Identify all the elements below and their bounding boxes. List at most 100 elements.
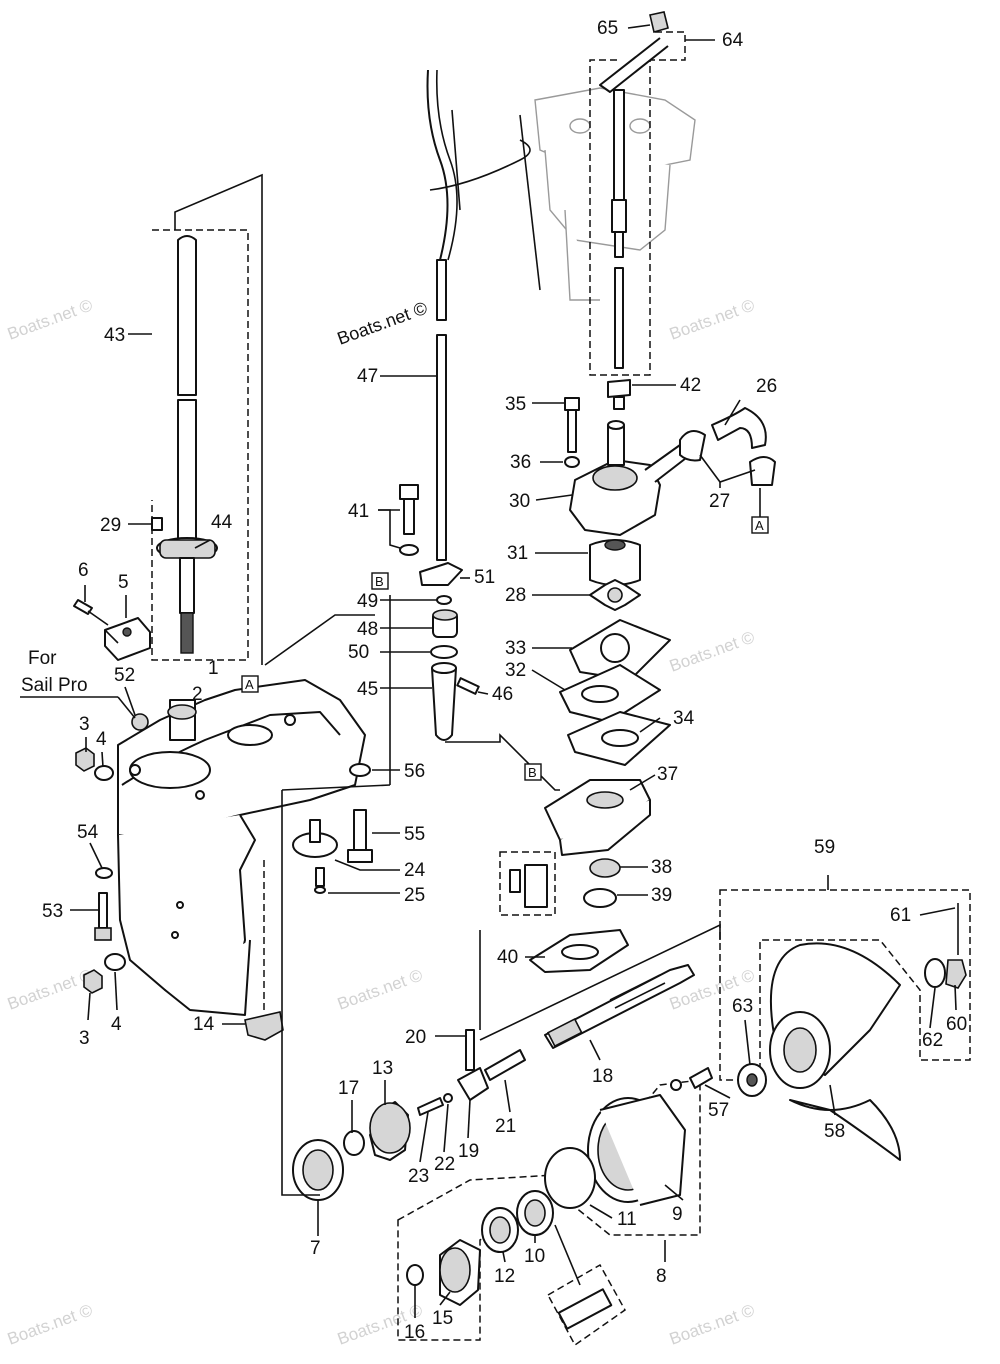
water-hose xyxy=(607,379,776,486)
label-3: 3 xyxy=(79,714,90,735)
shift-cam xyxy=(292,819,338,894)
label-19: 19 xyxy=(458,1141,479,1162)
label-39: 39 xyxy=(651,885,672,906)
propeller xyxy=(670,875,971,1161)
label-31: 31 xyxy=(507,543,528,564)
label-15: 15 xyxy=(432,1308,453,1329)
label-37: 37 xyxy=(657,764,678,785)
label-43: 43 xyxy=(104,325,125,346)
note-sail-pro: Sail Pro xyxy=(21,675,88,696)
label-4: 4 xyxy=(111,1014,122,1035)
watermark: Boats.net © xyxy=(335,965,426,1013)
label-49: 49 xyxy=(357,591,378,612)
label-10: 10 xyxy=(524,1246,545,1267)
reference-markers: A A B B xyxy=(241,488,769,781)
label-64: 64 xyxy=(722,30,744,51)
shift-rod-upper xyxy=(599,11,669,369)
watermark: Boats.net © xyxy=(5,1300,96,1348)
label-23: 23 xyxy=(408,1166,429,1187)
label-11: 11 xyxy=(617,1209,637,1230)
label-30: 30 xyxy=(509,491,530,512)
anode-block xyxy=(73,599,151,731)
ref-a-marker: A xyxy=(755,518,764,533)
part-labels: 1 2 3 3 4 4 5 6 7 8 9 10 11 12 13 14 15 … xyxy=(42,18,967,1343)
label-2: 2 xyxy=(192,684,203,705)
label-8: 8 xyxy=(656,1266,667,1287)
leader-lines xyxy=(70,24,957,1318)
label-61: 61 xyxy=(890,905,911,926)
label-51: 51 xyxy=(474,567,495,588)
label-26: 26 xyxy=(756,376,777,397)
pinion-gear xyxy=(244,860,284,1041)
watermark: Boats.net © xyxy=(5,295,96,343)
label-35: 35 xyxy=(505,394,526,415)
label-5: 5 xyxy=(118,572,129,593)
label-25: 25 xyxy=(404,885,425,906)
label-33: 33 xyxy=(505,638,526,659)
label-57: 57 xyxy=(708,1100,729,1121)
ref-a-marker: A xyxy=(245,677,254,692)
label-50: 50 xyxy=(348,642,369,663)
bearing-housing xyxy=(397,1079,701,1347)
label-55: 55 xyxy=(404,824,425,845)
label-34: 34 xyxy=(673,708,695,729)
watermark-main: Boats.net © xyxy=(335,298,430,349)
group-43-outline xyxy=(151,173,263,665)
oil-seal-stack xyxy=(430,595,480,741)
label-38: 38 xyxy=(651,857,672,878)
label-16: 16 xyxy=(404,1322,425,1343)
label-20: 20 xyxy=(405,1027,426,1048)
label-1: 1 xyxy=(208,658,219,679)
label-45: 45 xyxy=(357,679,378,700)
label-58: 58 xyxy=(824,1121,845,1142)
label-42: 42 xyxy=(680,375,701,396)
watermark: Boats.net © xyxy=(667,1300,758,1348)
label-60: 60 xyxy=(946,1014,967,1035)
label-52: 52 xyxy=(114,665,135,686)
label-44: 44 xyxy=(211,512,233,533)
label-59: 59 xyxy=(814,837,835,858)
label-46: 46 xyxy=(492,684,513,705)
label-53: 53 xyxy=(42,901,63,922)
label-54: 54 xyxy=(77,822,99,843)
watermark: Boats.net © xyxy=(667,295,758,343)
label-32: 32 xyxy=(505,660,526,681)
note-for: For xyxy=(28,648,57,669)
watermark: Boats.net © xyxy=(5,965,96,1013)
bolt-41 xyxy=(399,484,419,556)
label-6: 6 xyxy=(78,560,89,581)
bolt-55 xyxy=(347,763,373,863)
watermark: Boats.net © xyxy=(667,627,758,675)
seal-38-39 xyxy=(499,851,621,916)
label-27: 27 xyxy=(709,491,730,512)
sail-pro-note: For Sail Pro xyxy=(20,648,136,719)
label-63: 63 xyxy=(732,996,753,1017)
label-29: 29 xyxy=(100,515,121,536)
label-36: 36 xyxy=(510,452,531,473)
drive-shaft xyxy=(151,235,218,654)
ref-b-marker: B xyxy=(375,574,384,589)
label-22: 22 xyxy=(434,1154,455,1175)
label-47: 47 xyxy=(357,366,378,387)
gear-case-housing xyxy=(117,679,366,1016)
nuts-washers xyxy=(75,747,126,994)
label-28: 28 xyxy=(505,585,526,606)
label-9: 9 xyxy=(672,1204,683,1225)
label-18: 18 xyxy=(592,1066,613,1087)
water-pump xyxy=(564,397,691,611)
label-7: 7 xyxy=(310,1238,321,1259)
label-65: 65 xyxy=(597,18,618,39)
label-62: 62 xyxy=(922,1030,943,1051)
label-4: 4 xyxy=(96,729,107,750)
label-56: 56 xyxy=(404,761,425,782)
ref-b-marker: B xyxy=(528,765,537,780)
label-12: 12 xyxy=(494,1266,515,1287)
label-41: 41 xyxy=(348,501,369,522)
label-40: 40 xyxy=(497,947,518,968)
label-48: 48 xyxy=(357,619,378,640)
label-24: 24 xyxy=(404,860,426,881)
group-64-outline xyxy=(589,31,715,376)
label-21: 21 xyxy=(495,1116,516,1137)
linking-lines xyxy=(264,595,721,1196)
